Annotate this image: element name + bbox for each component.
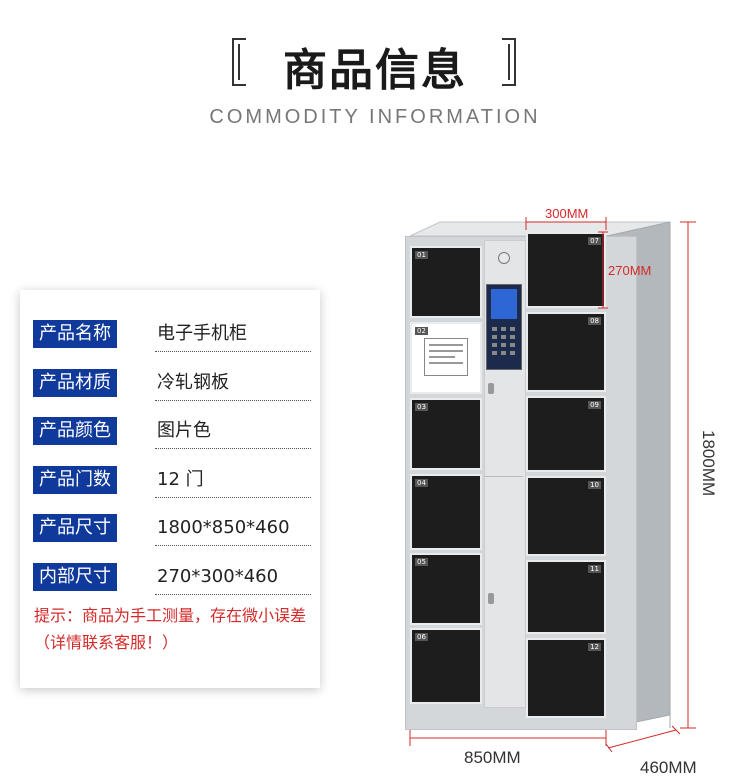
- spec-label: 产品尺寸: [33, 514, 117, 542]
- dimension-door-width: 300MM: [545, 206, 589, 221]
- dimension-depth: 460MM: [640, 758, 697, 777]
- door-number: 01: [415, 251, 428, 259]
- notice-sticker: [424, 338, 468, 376]
- door-number: 11: [588, 565, 601, 573]
- spec-label: 产品门数: [33, 466, 117, 494]
- spec-row-inner-size: 内部尺寸 270*300*460: [30, 561, 325, 595]
- locker-door-03: 03: [410, 398, 482, 470]
- lock-icon: [488, 383, 494, 394]
- spec-label: 产品名称: [33, 320, 117, 348]
- door-number: 07: [588, 237, 601, 245]
- spec-value: 1800*850*460: [157, 517, 290, 538]
- left-bracket-decoration: [232, 38, 254, 86]
- spec-row-material: 产品材质 冷轧钢板: [30, 367, 325, 401]
- measurement-note: 提示：商品为手工测量，存在微小误差（详情联系客服！）: [34, 606, 307, 652]
- spec-value: 12 门: [157, 469, 204, 490]
- lock-icon: [488, 593, 494, 604]
- dotted-divider: [155, 400, 311, 401]
- spec-label: 产品材质: [33, 369, 117, 397]
- spec-value: 电子手机柜: [157, 323, 247, 344]
- door-number: 08: [588, 317, 601, 325]
- spec-label: 内部尺寸: [33, 563, 117, 591]
- locker-door-02: 02: [410, 322, 482, 394]
- door-number: 10: [588, 481, 601, 489]
- locker-door-10: 10: [526, 476, 606, 556]
- door-number: 06: [415, 633, 428, 641]
- locker-door-09: 09: [526, 396, 606, 472]
- spec-value: 图片色: [157, 420, 211, 441]
- spec-row-name: 产品名称 电子手机柜: [30, 318, 325, 352]
- locker-door-11: 11: [526, 560, 606, 634]
- door-number: 04: [415, 479, 428, 487]
- spec-value: 270*300*460: [157, 566, 279, 587]
- locker-door-12: 12: [526, 638, 606, 718]
- locker-door-05: 05: [410, 553, 482, 625]
- right-bracket-decoration: [494, 38, 516, 86]
- door-number: 03: [415, 403, 428, 411]
- spec-row-color: 产品颜色 图片色: [30, 415, 325, 449]
- dotted-divider: [155, 351, 311, 352]
- spec-card: 产品名称 电子手机柜 产品材质 冷轧钢板 产品颜色 图片色 产品门数 12 门 …: [20, 290, 320, 688]
- touch-screen-panel: [486, 284, 522, 370]
- spec-value: 冷轧钢板: [157, 372, 229, 393]
- door-number: 05: [415, 558, 428, 566]
- camera-icon: [498, 252, 510, 264]
- door-number: 12: [588, 643, 601, 651]
- spec-label: 产品颜色: [33, 417, 117, 445]
- page-title: 商品信息: [283, 45, 467, 96]
- dotted-divider: [155, 545, 311, 546]
- page-subtitle: COMMODITY INFORMATION: [209, 106, 541, 128]
- locker-door-04: 04: [410, 474, 482, 550]
- spec-row-doors: 产品门数 12 门: [30, 464, 325, 498]
- dimension-width: 850MM: [464, 748, 521, 767]
- locker-door-01: 01: [410, 246, 482, 318]
- header: 商品信息: [0, 30, 750, 100]
- locker-door-08: 08: [526, 312, 606, 392]
- spec-row-size: 产品尺寸 1800*850*460: [30, 512, 325, 546]
- dotted-divider: [155, 594, 311, 595]
- locker-door-07: 07: [526, 232, 606, 308]
- dotted-divider: [155, 497, 311, 498]
- dimension-height: 1800MM: [699, 430, 718, 497]
- door-number: 02: [415, 327, 428, 335]
- locker-door-06: 06: [410, 628, 482, 704]
- dimension-door-height: 270MM: [608, 263, 652, 278]
- display-screen: [491, 289, 517, 319]
- door-number: 09: [588, 401, 601, 409]
- dotted-divider: [155, 448, 311, 449]
